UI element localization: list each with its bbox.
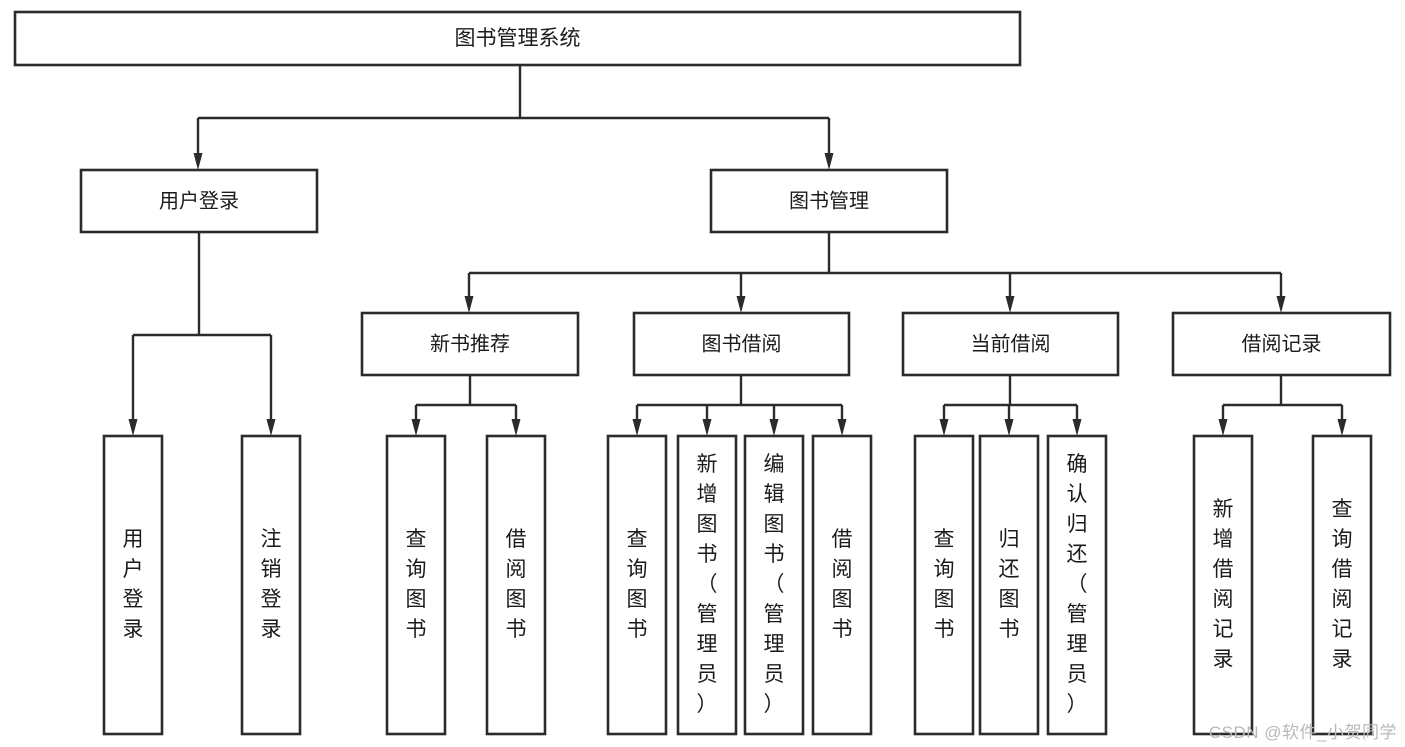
node-label: 图书管理系统 (455, 27, 581, 50)
leaf-box[interactable] (606, 434, 668, 736)
connector-arrow-icon (511, 419, 521, 436)
node-label: 图书借阅 (702, 332, 782, 355)
leaf-label: 编辑图书（管理员） (764, 453, 785, 716)
leaf-box[interactable] (1311, 434, 1373, 736)
connector-current-to-leaves (942, 375, 1079, 420)
connector-arrow-icon (193, 153, 203, 170)
connector-arrow-icon (769, 419, 779, 436)
leaf-label: 借阅图书 (506, 528, 527, 641)
leaf-box[interactable] (102, 434, 164, 736)
leaf-leaf-query-book-recommend[interactable]: 查询图书 (385, 434, 447, 736)
connector-bookmgmt-to-level2 (467, 232, 1283, 297)
leaf-box[interactable] (240, 434, 302, 736)
leaf-label: 用户登录 (123, 528, 144, 641)
leaf-leaf-return-book[interactable]: 归还图书 (978, 434, 1040, 736)
connector-arrow-icon (266, 419, 276, 436)
node-box[interactable] (360, 311, 580, 377)
leaf-box[interactable] (676, 434, 738, 736)
node-box[interactable] (709, 168, 949, 234)
connector-arrow-icon (1005, 296, 1015, 313)
node-label: 新书推荐 (430, 332, 510, 355)
connector-arrow-icon (824, 153, 834, 170)
leaf-label: 归还图书 (999, 528, 1020, 641)
leaf-label: 新增借阅记录 (1213, 498, 1234, 671)
node-new-book-recommend[interactable]: 新书推荐 (360, 311, 580, 377)
node-box[interactable] (632, 311, 851, 377)
leaf-box[interactable] (913, 434, 975, 736)
node-label: 图书管理 (789, 189, 869, 212)
node-borrow-records[interactable]: 借阅记录 (1171, 311, 1392, 377)
leaf-leaf-add-book[interactable]: 新增图书（管理员） (676, 434, 738, 736)
connector-arrow-icon (1218, 419, 1228, 436)
connector-arrow-icon (1072, 419, 1082, 436)
connector-arrow-icon (1276, 296, 1286, 313)
leaf-leaf-confirm-return[interactable]: 确认归还（管理员） (1046, 434, 1108, 736)
node-box[interactable] (13, 10, 1022, 67)
leaf-label: 借阅图书 (832, 528, 853, 641)
leaf-box[interactable] (385, 434, 447, 736)
node-label: 当前借阅 (971, 332, 1051, 355)
connector-userlogin-to-leaves (131, 232, 273, 420)
node-label: 借阅记录 (1242, 332, 1322, 355)
leaf-box[interactable] (743, 434, 805, 736)
leaf-label: 注销登录 (261, 528, 282, 641)
leaf-leaf-borrow-book-recommend[interactable]: 借阅图书 (485, 434, 547, 736)
connector-arrow-icon (128, 419, 138, 436)
node-box[interactable] (1171, 311, 1392, 377)
leaf-box[interactable] (811, 434, 873, 736)
leaf-leaf-query-book-borrow[interactable]: 查询图书 (606, 434, 668, 736)
leaf-box[interactable] (1192, 434, 1254, 736)
node-user-login[interactable]: 用户登录 (79, 168, 319, 234)
connector-recommend-to-leaves (414, 375, 518, 420)
leaf-leaf-add-borrow-record[interactable]: 新增借阅记录 (1192, 434, 1254, 736)
node-root[interactable]: 图书管理系统 (13, 10, 1022, 67)
leaf-box[interactable] (978, 434, 1040, 736)
leaf-label: 确认归还（管理员） (1067, 453, 1088, 716)
leaf-leaf-borrow-book[interactable]: 借阅图书 (811, 434, 873, 736)
leaf-leaf-user-login[interactable]: 用户登录 (102, 434, 164, 736)
connector-arrow-icon (702, 419, 712, 436)
connector-arrow-icon (1004, 419, 1014, 436)
node-box[interactable] (79, 168, 319, 234)
connector-arrow-icon (837, 419, 847, 436)
leaf-label: 新增图书（管理员） (697, 453, 718, 716)
leaf-leaf-edit-book[interactable]: 编辑图书（管理员） (743, 434, 805, 736)
leaf-leaf-query-book-current[interactable]: 查询图书 (913, 434, 975, 736)
connector-arrow-icon (736, 296, 746, 313)
connector-arrow-icon (939, 419, 949, 436)
connector-arrow-icon (632, 419, 642, 436)
connector-arrow-icon (464, 296, 474, 313)
csdn-watermark: CSDN @软件_小贺同学 (1208, 723, 1397, 742)
leaf-leaf-query-borrow-record[interactable]: 查询借阅记录 (1311, 434, 1373, 736)
leaf-label: 查询图书 (406, 528, 427, 641)
leaf-leaf-logout[interactable]: 注销登录 (240, 434, 302, 736)
connector-arrow-icon (1337, 419, 1347, 436)
leaf-label: 查询图书 (627, 528, 648, 641)
node-current-borrow[interactable]: 当前借阅 (901, 311, 1120, 377)
connector-borrow-to-leaves (635, 375, 844, 420)
node-book-management[interactable]: 图书管理 (709, 168, 949, 234)
leaf-label: 查询借阅记录 (1332, 498, 1353, 671)
leaf-box[interactable] (485, 434, 547, 736)
connector-arrow-icon (411, 419, 421, 436)
leaf-box[interactable] (1046, 434, 1108, 736)
node-book-borrow[interactable]: 图书借阅 (632, 311, 851, 377)
node-label: 用户登录 (159, 189, 239, 212)
leaf-label: 查询图书 (934, 528, 955, 641)
connector-records-to-leaves (1221, 375, 1344, 420)
connector-root-to-level1 (196, 65, 831, 154)
node-box[interactable] (901, 311, 1120, 377)
